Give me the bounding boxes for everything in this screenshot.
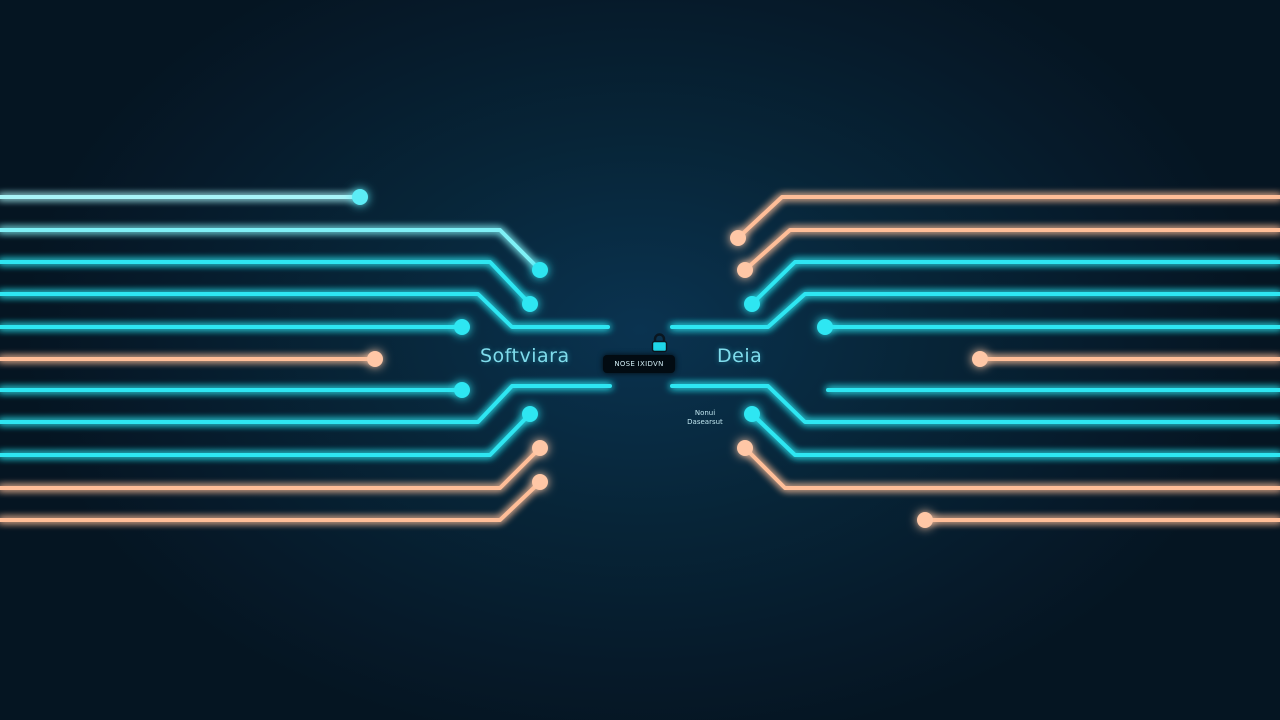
trace-left-4 <box>0 292 610 329</box>
node-right-6 <box>744 406 760 422</box>
caption-line-1: Nonui <box>694 409 716 417</box>
node-right-1 <box>730 230 746 246</box>
trace-left-11 <box>0 480 542 522</box>
node-right-4 <box>817 319 833 335</box>
trace-left-10 <box>0 446 542 490</box>
trace-right-8 <box>670 384 1280 424</box>
node-left-9 <box>532 474 548 490</box>
node-left-1 <box>352 189 368 205</box>
node-right-2 <box>737 262 753 278</box>
trace-left-9 <box>0 412 532 457</box>
node-left-5 <box>367 351 383 367</box>
node-right-7 <box>737 440 753 456</box>
node-right-8 <box>917 512 933 528</box>
trace-right-10 <box>743 446 1280 490</box>
node-left-8 <box>532 440 548 456</box>
trace-right-1 <box>736 195 1280 240</box>
lock-icon <box>651 333 668 353</box>
node-left-6 <box>454 382 470 398</box>
trace-left-8 <box>0 384 612 424</box>
center-badge: NOSE IXIDVN <box>603 355 675 373</box>
node-right-3 <box>744 296 760 312</box>
node-left-4 <box>454 319 470 335</box>
caption-line-2: Dasearsut <box>687 418 723 426</box>
node-left-7 <box>522 406 538 422</box>
node-left-2 <box>532 262 548 278</box>
trace-left-2 <box>0 228 542 272</box>
node-left-3 <box>522 296 538 312</box>
trace-left-3 <box>0 260 532 306</box>
trace-right-4 <box>670 292 1280 329</box>
trace-right-2 <box>743 228 1280 272</box>
trace-right-9 <box>750 412 1280 457</box>
node-right-5 <box>972 351 988 367</box>
trace-right-3 <box>750 260 1280 306</box>
data-label: Deia <box>717 345 763 367</box>
software-label: Softviara <box>480 345 570 367</box>
center-caption: Nonui Dasearsut <box>672 409 738 427</box>
